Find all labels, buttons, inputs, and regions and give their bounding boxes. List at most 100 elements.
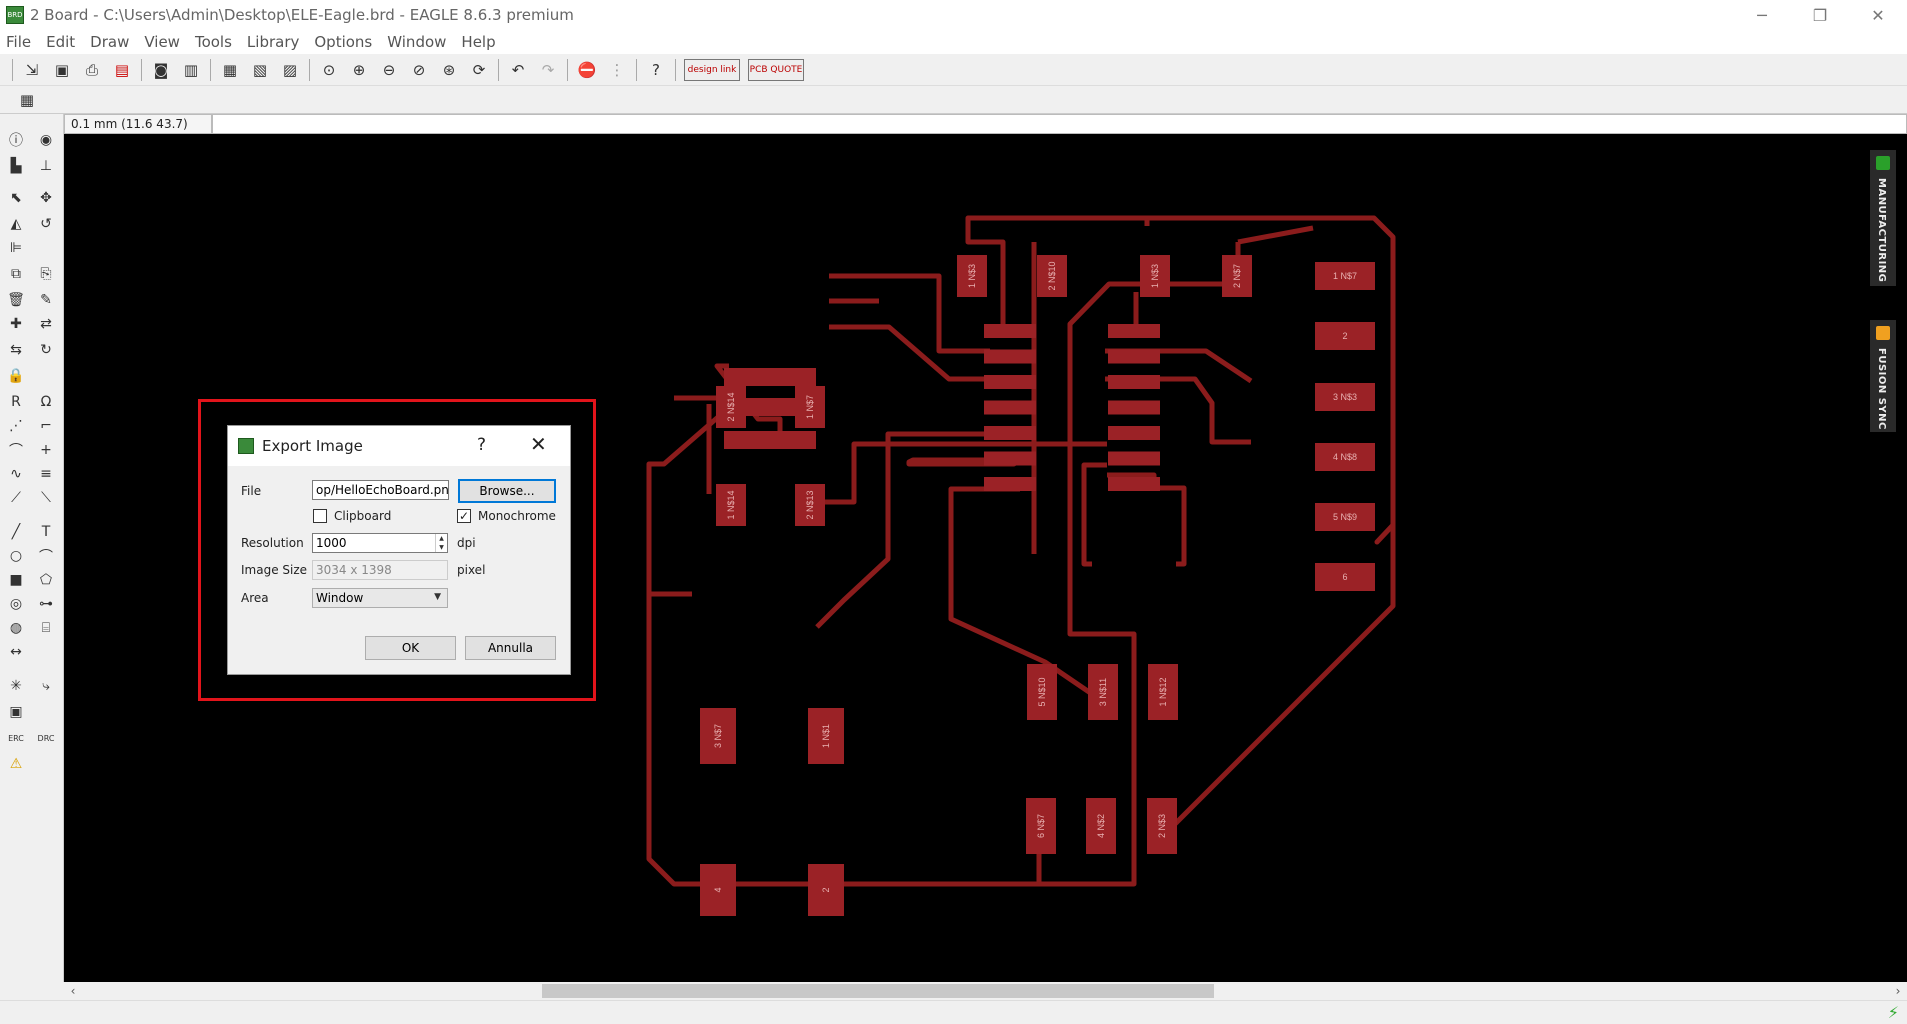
cam-icon[interactable]: ◙	[153, 60, 169, 79]
menu-help[interactable]: Help	[461, 33, 496, 51]
menu-draw[interactable]: Draw	[90, 33, 130, 51]
pcb-pad[interactable]	[700, 708, 736, 764]
menu-window[interactable]: Window	[387, 33, 447, 51]
pcb-pad[interactable]	[1147, 798, 1177, 854]
rect-icon[interactable]: ■	[9, 572, 23, 588]
manufacturing-tab[interactable]: MANUFACTURING	[1870, 150, 1896, 286]
pcb-pad[interactable]	[1315, 322, 1375, 350]
pcb-pad[interactable]	[716, 386, 746, 428]
redo-icon[interactable]: ↷	[541, 60, 555, 79]
pcb-pad[interactable]	[1315, 503, 1375, 531]
layers-icon[interactable]: ▙	[10, 158, 22, 174]
command-line-input[interactable]	[212, 114, 1907, 134]
align-icon[interactable]: ⊫	[9, 240, 23, 256]
value-icon[interactable]: Ω	[40, 394, 52, 410]
pcb-pad[interactable]	[700, 864, 736, 916]
route-icon[interactable]: ∿	[10, 466, 22, 482]
pcb-pad[interactable]	[1027, 664, 1057, 720]
mark-icon[interactable]: ⊥	[39, 158, 53, 174]
pcb-pad[interactable]	[808, 708, 844, 764]
menu-file[interactable]: File	[6, 33, 32, 51]
print-icon[interactable]: ⎙	[85, 60, 98, 79]
warning-icon[interactable]: ⚠	[9, 756, 23, 772]
mirror-icon[interactable]: ◭	[10, 216, 22, 232]
smd-pad[interactable]	[1108, 426, 1160, 440]
dimension-icon[interactable]: ↔	[10, 644, 22, 660]
line-icon[interactable]: ╱	[11, 524, 21, 540]
smash-icon[interactable]: ↻	[40, 342, 52, 358]
cam-processor-icon[interactable]: ▥	[183, 60, 199, 79]
zoom-out-icon[interactable]: ⊖	[382, 60, 396, 79]
zoom-in-icon[interactable]: ⊕	[352, 60, 366, 79]
sch-icon[interactable]: ▤	[114, 60, 130, 79]
pcb-pad[interactable]	[716, 484, 746, 526]
ratsnest-icon[interactable]: ✳	[10, 678, 22, 694]
smd-pad[interactable]	[984, 400, 1036, 415]
signal-icon[interactable]: ⊶	[39, 596, 53, 612]
optimize-icon[interactable]: ⌒	[9, 443, 23, 459]
grid-icon[interactable]: ▦	[19, 90, 35, 109]
add-icon[interactable]: ✚	[10, 316, 22, 332]
file-input[interactable]: op/HelloEchoBoard.png	[312, 480, 449, 500]
resolution-spinbox[interactable]: 1000 ▲▼	[312, 533, 448, 553]
pcb-pad[interactable]	[1148, 664, 1178, 720]
hole-icon[interactable]: ◍	[9, 620, 23, 636]
smd-pad[interactable]	[1108, 324, 1160, 338]
undo-icon[interactable]: ↶	[511, 60, 525, 79]
pcb-quote-button[interactable]: PCB QUOTE	[748, 58, 804, 81]
drc-icon[interactable]: DRC	[37, 733, 55, 743]
pcb-pad[interactable]	[1222, 255, 1252, 297]
menu-view[interactable]: View	[144, 33, 180, 51]
save-icon[interactable]: ▣	[54, 60, 70, 79]
pcb-pad[interactable]	[1315, 262, 1375, 290]
pcb-pad[interactable]	[1315, 383, 1375, 411]
copy-icon[interactable]: ⧉	[11, 266, 21, 282]
miter-icon[interactable]: ⌐	[40, 418, 52, 434]
pcb-pad[interactable]	[1086, 798, 1116, 854]
horizontal-scrollbar[interactable]: ‹ ›	[64, 982, 1907, 1000]
smd-pad[interactable]	[984, 477, 1036, 491]
fusion-sync-tab[interactable]: FUSION SYNC	[1870, 320, 1896, 432]
clipboard-checkbox[interactable]	[313, 509, 327, 523]
go-icon[interactable]: ⋮	[609, 60, 625, 79]
move-icon[interactable]: ✥	[40, 190, 52, 206]
erc-icon[interactable]: ERC	[8, 733, 24, 743]
delete-icon[interactable]: 🗑	[7, 292, 25, 308]
pcb-pad[interactable]	[1037, 255, 1067, 297]
attribute-icon[interactable]: ⌸	[41, 620, 51, 636]
select-icon[interactable]: ⬉	[10, 190, 22, 206]
spin-arrows-icon[interactable]: ▲▼	[435, 534, 447, 552]
close-window-icon[interactable]: ✕	[1871, 5, 1885, 25]
fanout-icon[interactable]: ⟍	[41, 490, 51, 506]
smd-pad[interactable]	[724, 368, 816, 386]
zoom-fit-icon[interactable]: ⊙	[322, 60, 336, 79]
info-icon[interactable]: ⓘ	[9, 133, 23, 149]
autorouter-icon[interactable]: ⤷	[42, 678, 50, 694]
zoom-select-icon[interactable]: ⊘	[412, 60, 426, 79]
smd-pad[interactable]	[1108, 349, 1160, 364]
smd-pad[interactable]	[1108, 400, 1160, 415]
smd-pad[interactable]	[1108, 451, 1160, 466]
menu-tools[interactable]: Tools	[194, 33, 232, 51]
auto-place-icon[interactable]: ▣	[9, 704, 23, 720]
smd-pad[interactable]	[724, 431, 816, 449]
text-icon[interactable]: T	[41, 524, 51, 540]
wrench-icon[interactable]: ✎	[40, 292, 52, 308]
smd-pad[interactable]	[984, 375, 1036, 389]
redraw-icon[interactable]: ⟳	[472, 60, 486, 79]
meander-icon[interactable]: +	[40, 442, 52, 458]
help-icon[interactable]: ?	[652, 60, 660, 79]
zoom-area-icon[interactable]: ⊛	[442, 60, 456, 79]
pcb-pad[interactable]	[1315, 443, 1375, 471]
smd-pad[interactable]	[1108, 477, 1160, 491]
area-select[interactable]: Window ▼	[312, 588, 448, 608]
menu-options[interactable]: Options	[314, 33, 373, 51]
smd-pad[interactable]	[724, 398, 816, 416]
stop-icon[interactable]: ⛔	[577, 60, 597, 79]
menu-library[interactable]: Library	[246, 33, 300, 51]
via-icon[interactable]: ◎	[9, 596, 23, 612]
pcb-pad[interactable]	[1140, 255, 1170, 297]
name-icon[interactable]: R	[11, 394, 21, 410]
pcb-pad[interactable]	[795, 386, 825, 428]
menu-edit[interactable]: Edit	[46, 33, 76, 51]
